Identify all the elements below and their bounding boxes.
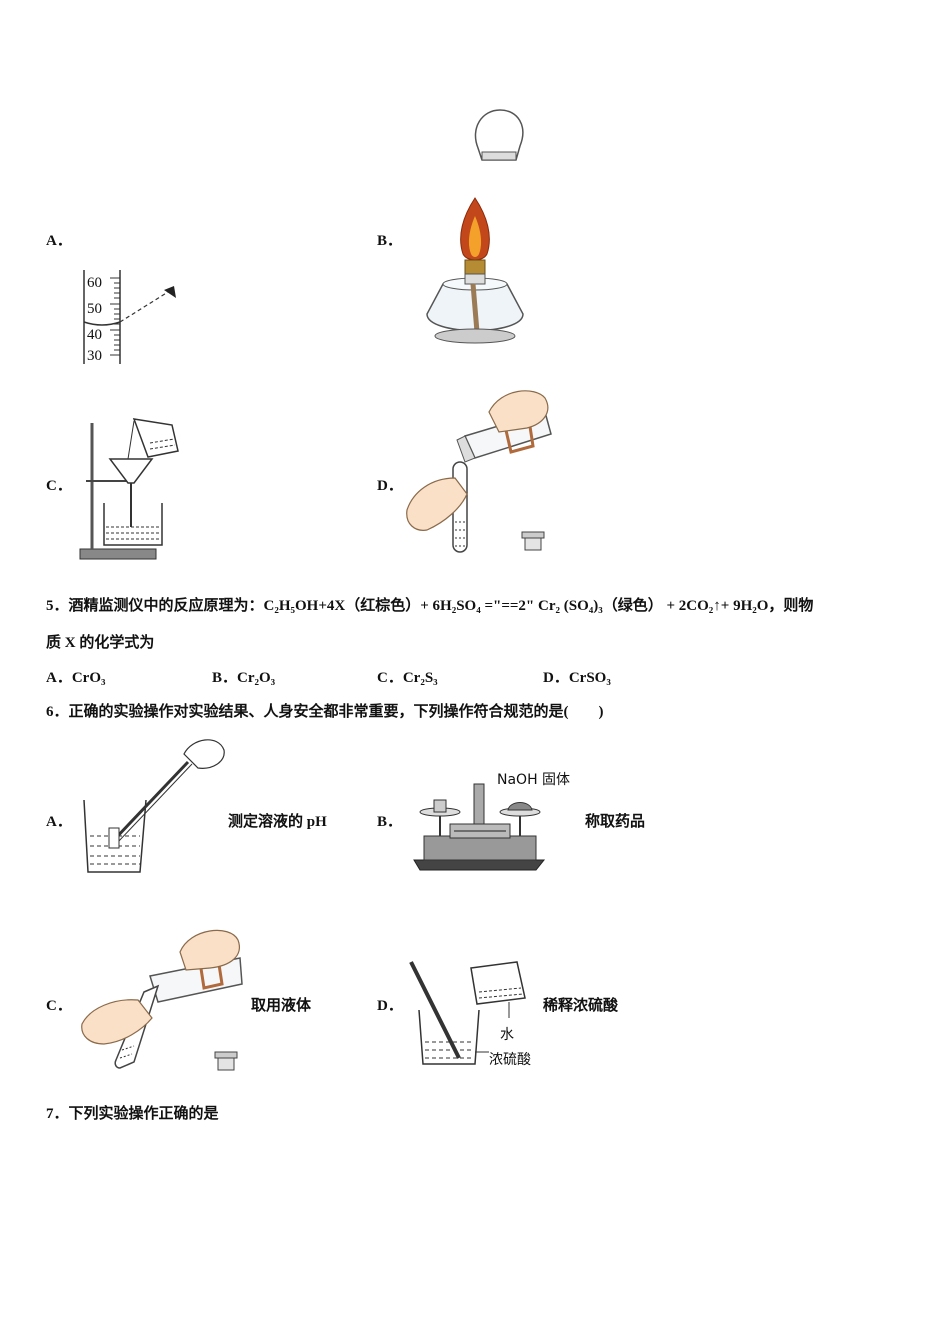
q6-option-d-caption: 稀释浓硫酸 <box>543 998 619 1014</box>
naoh-solid-label: NaOH 固体 <box>497 772 571 788</box>
q6-option-b-caption: 称取药品 <box>585 814 646 830</box>
q6-option-a-label: A． <box>46 814 72 830</box>
q6-stem: 正确的实验操作对实验结果、人身安全都非常重要，下列操作符合规范的是( ) <box>68 704 604 720</box>
ph-test-figure <box>83 739 225 873</box>
q4-option-a-label: A． <box>46 233 72 249</box>
q7-number: 7． <box>46 1106 69 1122</box>
q4-option-c-label: C． <box>46 478 72 494</box>
scale-label-40: 40 <box>87 327 102 343</box>
q5-option-a[interactable]: A．CrO₃ <box>46 666 106 687</box>
filtration-setup-figure <box>79 418 179 560</box>
dilute-acid-figure <box>409 961 526 1065</box>
q5-option-b[interactable]: B．Cr₂O₃ <box>212 666 275 687</box>
q4-option-d-label: D． <box>377 478 403 494</box>
scale-label-60: 60 <box>87 275 102 291</box>
water-label: 水 <box>500 1027 514 1043</box>
q5-stem-line2: 质 X 的化学式为 <box>46 635 155 651</box>
take-liquid-figure <box>81 929 243 1071</box>
alcohol-lamp-figure <box>426 197 524 344</box>
scale-label-50: 50 <box>87 301 102 317</box>
q5-stem-line1: 酒精监测仪中的反应原理为：C₂H₅OH+4X（红棕色）+ 6H₂SO₄ ="==… <box>68 598 814 614</box>
q5-option-c-text: Cr₂S₃ <box>402 670 438 686</box>
q5-option-c[interactable]: C．Cr₂S₃ <box>377 666 438 687</box>
q6-option-c-label: C． <box>46 998 72 1014</box>
q5-option-d-label: D． <box>543 670 569 686</box>
graduated-cylinder-figure <box>83 270 176 364</box>
q6-option-d-label: D． <box>377 998 403 1014</box>
conc-sulfuric-acid-label: 浓硫酸 <box>489 1052 531 1068</box>
q5-option-d-text: CrSO₃ <box>568 670 611 686</box>
balance-scale-figure <box>413 783 546 871</box>
scale-label-30: 30 <box>87 348 102 364</box>
q6-option-c-caption: 取用液体 <box>251 998 312 1014</box>
q6-option-b-label: B． <box>377 814 403 830</box>
q5-option-b-label: B． <box>212 670 238 686</box>
q5-option-c-label: C． <box>377 670 403 686</box>
q5-number: 5． <box>46 598 69 614</box>
lamp-cap-figure <box>474 109 524 161</box>
q5-option-d[interactable]: D．CrSO₃ <box>543 666 611 687</box>
q5-option-a-label: A． <box>46 670 72 686</box>
q5-option-b-text: Cr₂O₃ <box>237 670 276 686</box>
q7-stem: 下列实验操作正确的是 <box>68 1106 219 1122</box>
q4-option-b-label: B． <box>377 233 403 249</box>
q6-option-a-caption: 测定溶液的 pH <box>228 814 327 830</box>
q5-option-a-text: CrO₃ <box>71 670 106 686</box>
pouring-liquid-figure <box>406 390 552 553</box>
q6-number: 6． <box>46 704 69 720</box>
